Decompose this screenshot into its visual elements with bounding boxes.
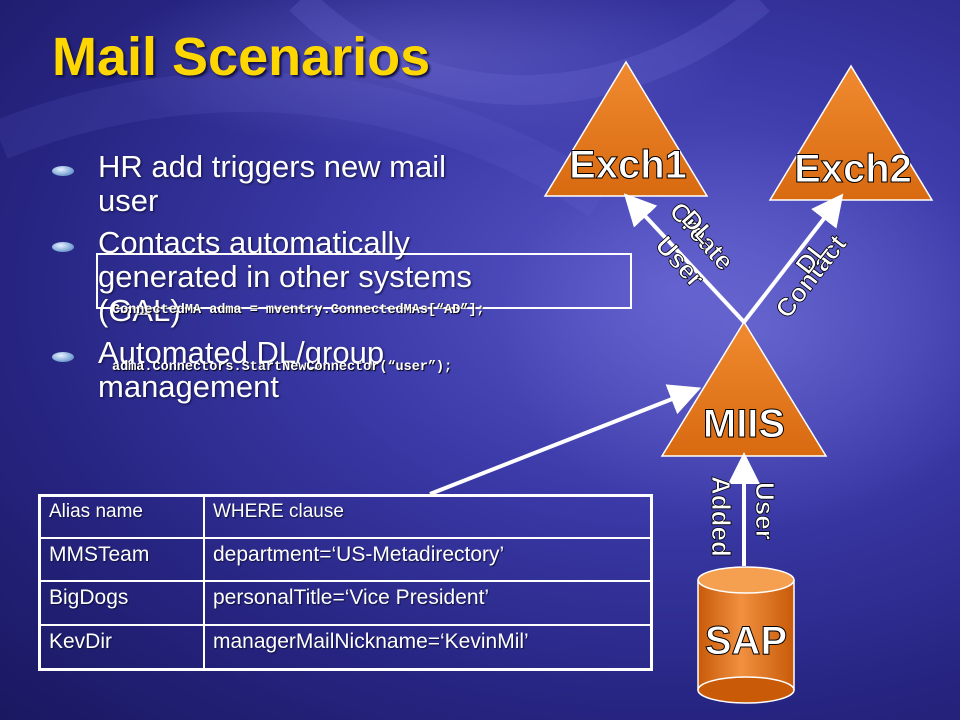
- sap-node: SAP: [697, 566, 795, 704]
- code-line: ConnectedMA adma = mventry.ConnectedMAs[…: [112, 303, 485, 318]
- miis-node: MIIS: [660, 320, 828, 457]
- table-header-cell: WHERE clause: [203, 494, 653, 539]
- table-cell: MMSTeam: [38, 536, 205, 583]
- bullet-text: Contacts automatically generated in othe…: [98, 225, 472, 328]
- exch1-node: Exch1: [543, 60, 709, 197]
- sap-label: SAP: [705, 619, 787, 663]
- exch2-label: Exch2: [794, 147, 912, 191]
- slide-title: Mail Scenarios: [52, 27, 431, 87]
- arrow-miis-to-exch1: [623, 193, 746, 324]
- table-header-row: Alias name WHERE clause: [38, 494, 653, 539]
- edge-label-added: Added: [706, 476, 736, 557]
- table-cell: BigDogs: [38, 580, 205, 627]
- alias-table: Alias name WHERE clause MMSTeam departme…: [38, 494, 653, 671]
- exch1-label: Exch1: [569, 143, 687, 187]
- miis-label: MIIS: [703, 402, 785, 446]
- bullet-list: HR add triggers new mail user Contacts a…: [52, 150, 492, 412]
- bullet-icon: [52, 242, 74, 252]
- bullet-text: Automated DL/group management: [98, 335, 385, 404]
- exch2-node: Exch2: [768, 64, 934, 201]
- bullet-icon: [52, 352, 74, 362]
- table-header-cell: Alias name: [38, 494, 205, 539]
- bullet-item: HR add triggers new mail user: [52, 150, 492, 218]
- table-cell: personalTitle=‘Vice President’: [203, 580, 653, 627]
- table-cell: managerMailNickname=‘KevinMil’: [203, 624, 653, 671]
- bullet-text: HR add triggers new mail user: [98, 149, 447, 218]
- bullet-item: Contacts automatically generated in othe…: [52, 226, 492, 328]
- code-line: adma.Connectors.StartNewConnector(“user”…: [112, 360, 453, 375]
- table-cell: KevDir: [38, 624, 205, 671]
- table-row: MMSTeam department=‘US-Metadirectory’: [38, 536, 653, 583]
- edge-label-user-sap: User: [750, 482, 780, 540]
- table-row: BigDogs personalTitle=‘Vice President’: [38, 580, 653, 627]
- code-snippet: ConnectedMA adma = mventry.ConnectedMAs[…: [96, 253, 632, 375]
- arrow-table-to-miis: [429, 384, 702, 496]
- bullet-icon: [52, 166, 74, 176]
- arrow-miis-to-exch2: [742, 193, 844, 324]
- table-cell: department=‘US-Metadirectory’: [203, 536, 653, 583]
- table-row: KevDir managerMailNickname=‘KevinMil’: [38, 624, 653, 671]
- bullet-item: Automated DL/group management: [52, 336, 492, 404]
